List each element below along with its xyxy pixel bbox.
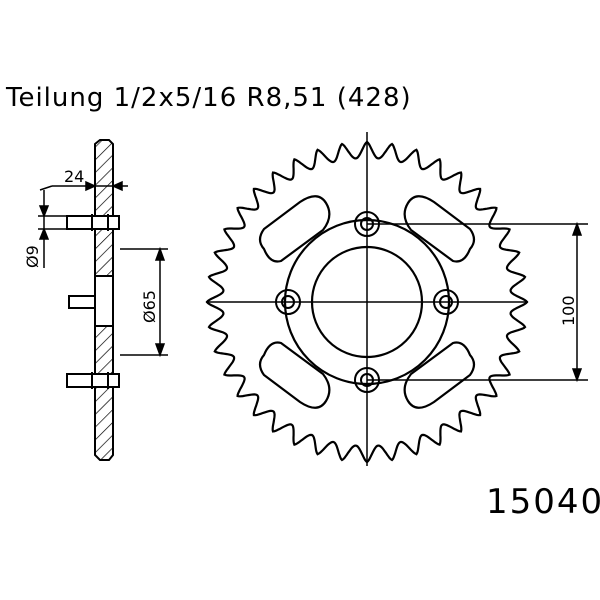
part-number: 15040 [486, 482, 600, 522]
side-profile-view [66, 139, 120, 461]
profile-upper-section [94, 139, 114, 277]
bolt-circle-dimension [367, 221, 588, 383]
bolt-hole-dimension [38, 190, 70, 268]
hub-offset-dimension [39, 180, 128, 192]
lightening-hole-bottom-right [403, 341, 476, 409]
bolt-hole-right [433, 289, 459, 315]
center-bore-label: Ø65 [140, 290, 159, 323]
lightening-hole-top-right [403, 195, 476, 263]
front-view [205, 132, 529, 466]
bolt-circle-label: 100 [559, 295, 578, 326]
profile-lower-section [94, 325, 114, 461]
lightening-hole-bottom-left [258, 341, 331, 409]
bolt-hole-label: Ø9 [23, 245, 42, 268]
lightening-holes [258, 195, 476, 409]
profile-middle-section [94, 275, 114, 327]
lightening-hole-top-left [258, 195, 331, 263]
pitch-spec-title: Teilung 1/2x5/16 R8,51 (428) [5, 83, 412, 113]
center-bore-dimension [120, 246, 168, 358]
bolt-hole-left [275, 289, 301, 315]
hub-outer-circle [283, 218, 451, 386]
hub-offset-label: 24 [64, 167, 84, 186]
center-pin [68, 295, 96, 309]
center-bore-circle [310, 245, 424, 359]
